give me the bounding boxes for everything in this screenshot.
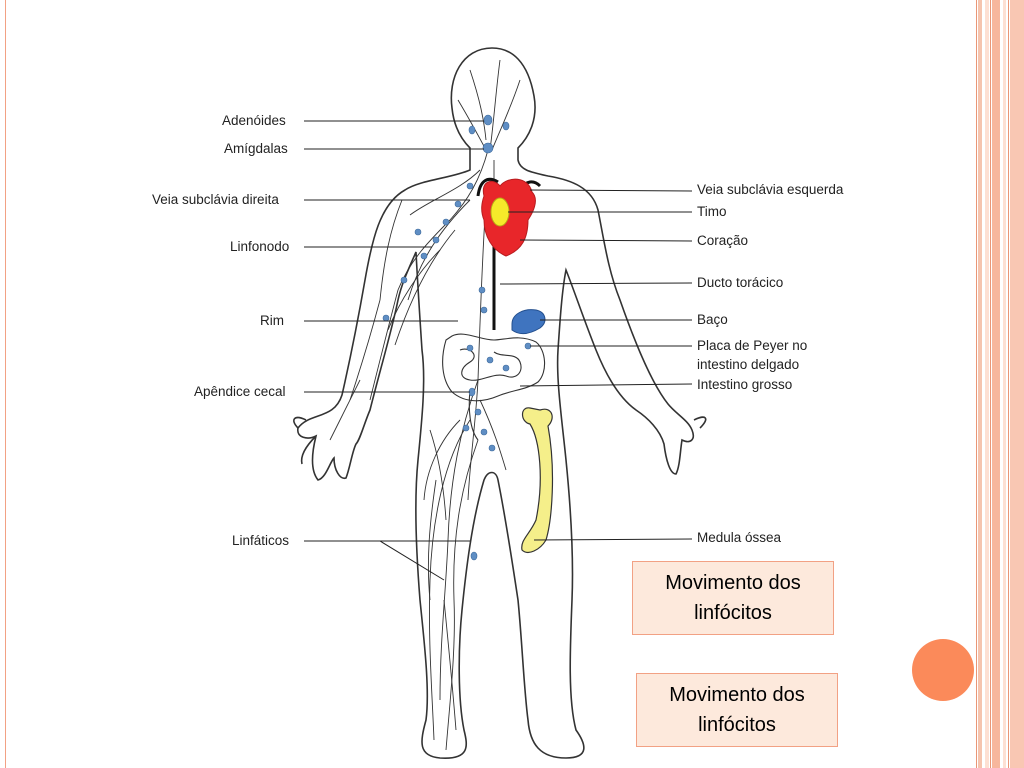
label-veia-subclavia-esquerda: Veia subclávia esquerda <box>697 182 844 197</box>
label-linfonodo: Linfonodo <box>230 239 290 254</box>
leader-medula-ossea <box>533 538 693 541</box>
lymph-node <box>480 428 488 436</box>
lymph-node <box>478 286 486 294</box>
slide-frame-stripe <box>1003 0 1006 768</box>
lymph-node <box>442 218 450 226</box>
lymph-node <box>468 125 476 135</box>
lymph-node <box>462 424 470 432</box>
lymph-node <box>382 314 390 322</box>
lymph-node <box>414 228 422 236</box>
lymph-node <box>480 306 488 314</box>
label-intestino-grosso: Intestino grosso <box>697 377 793 392</box>
lymph-node <box>486 356 494 364</box>
lymph-node <box>400 276 408 284</box>
lymph-node <box>454 200 462 208</box>
leader-coracao <box>519 239 693 242</box>
lymph-node <box>482 142 494 154</box>
thymus <box>490 197 510 227</box>
note-movimento-linfocitos: Movimento dos linfócitos <box>636 673 838 747</box>
label-linfaticos: Linfáticos <box>232 533 290 548</box>
lymph-node <box>488 444 496 452</box>
slide-frame-stripe <box>1010 0 1024 768</box>
lymph-node <box>432 236 440 244</box>
decorative-circle <box>912 639 974 701</box>
lymph-node <box>483 114 493 126</box>
leader-intestino-grosso <box>519 383 693 387</box>
label-medula-ossea: Medula óssea <box>697 530 782 545</box>
body-outline <box>293 47 707 759</box>
slide-frame-stripe <box>978 0 982 768</box>
label-rim: Rim <box>260 313 284 328</box>
note-line2: linfócitos <box>698 714 776 736</box>
slide-frame-line <box>990 0 991 768</box>
leader-veia-subclavia-esquerda <box>529 189 693 192</box>
note-line1: Movimento dos <box>669 684 805 706</box>
leader-linfaticos-branch <box>379 540 445 581</box>
label-adenoides: Adenóides <box>222 113 286 128</box>
label-placa-peyer-line2: intestino delgado <box>697 357 800 372</box>
slide-frame-left <box>0 0 6 768</box>
label-amigdalas: Amígdalas <box>224 141 288 156</box>
slide-frame-stripe <box>985 0 989 768</box>
lymph-node <box>502 364 510 372</box>
leader-ducto-toracico <box>499 282 693 285</box>
label-coracao: Coração <box>697 233 749 248</box>
label-timo: Timo <box>697 204 727 219</box>
label-apendice-cecal: Apêndice cecal <box>194 384 286 399</box>
lymph-node <box>466 182 474 190</box>
note-line1: Movimento dos <box>665 572 801 594</box>
slide-frame-stripe <box>992 0 1000 768</box>
right-subclavian-vein <box>476 177 499 197</box>
leader-lines <box>304 120 693 581</box>
lymph-nodes <box>382 114 532 561</box>
label-veia-subclavia-direita: Veia subclávia direita <box>152 192 279 207</box>
label-baco: Baço <box>697 312 728 327</box>
spleen <box>511 309 546 335</box>
lymph-node <box>474 408 482 416</box>
lymph-node <box>420 252 428 260</box>
note-line2: linfócitos <box>694 602 772 624</box>
lymph-node <box>502 121 510 131</box>
lymph-node <box>470 551 478 561</box>
bone-marrow <box>521 407 554 553</box>
label-placa-peyer-line1: Placa de Peyer no <box>697 338 808 353</box>
lymph-node <box>466 344 474 352</box>
note-movimento-linfocitos: Movimento dos linfócitos <box>632 561 834 635</box>
slide-frame-line <box>1008 0 1009 768</box>
slide-frame-line <box>976 0 977 768</box>
label-ducto-toracico: Ducto torácico <box>697 275 784 290</box>
